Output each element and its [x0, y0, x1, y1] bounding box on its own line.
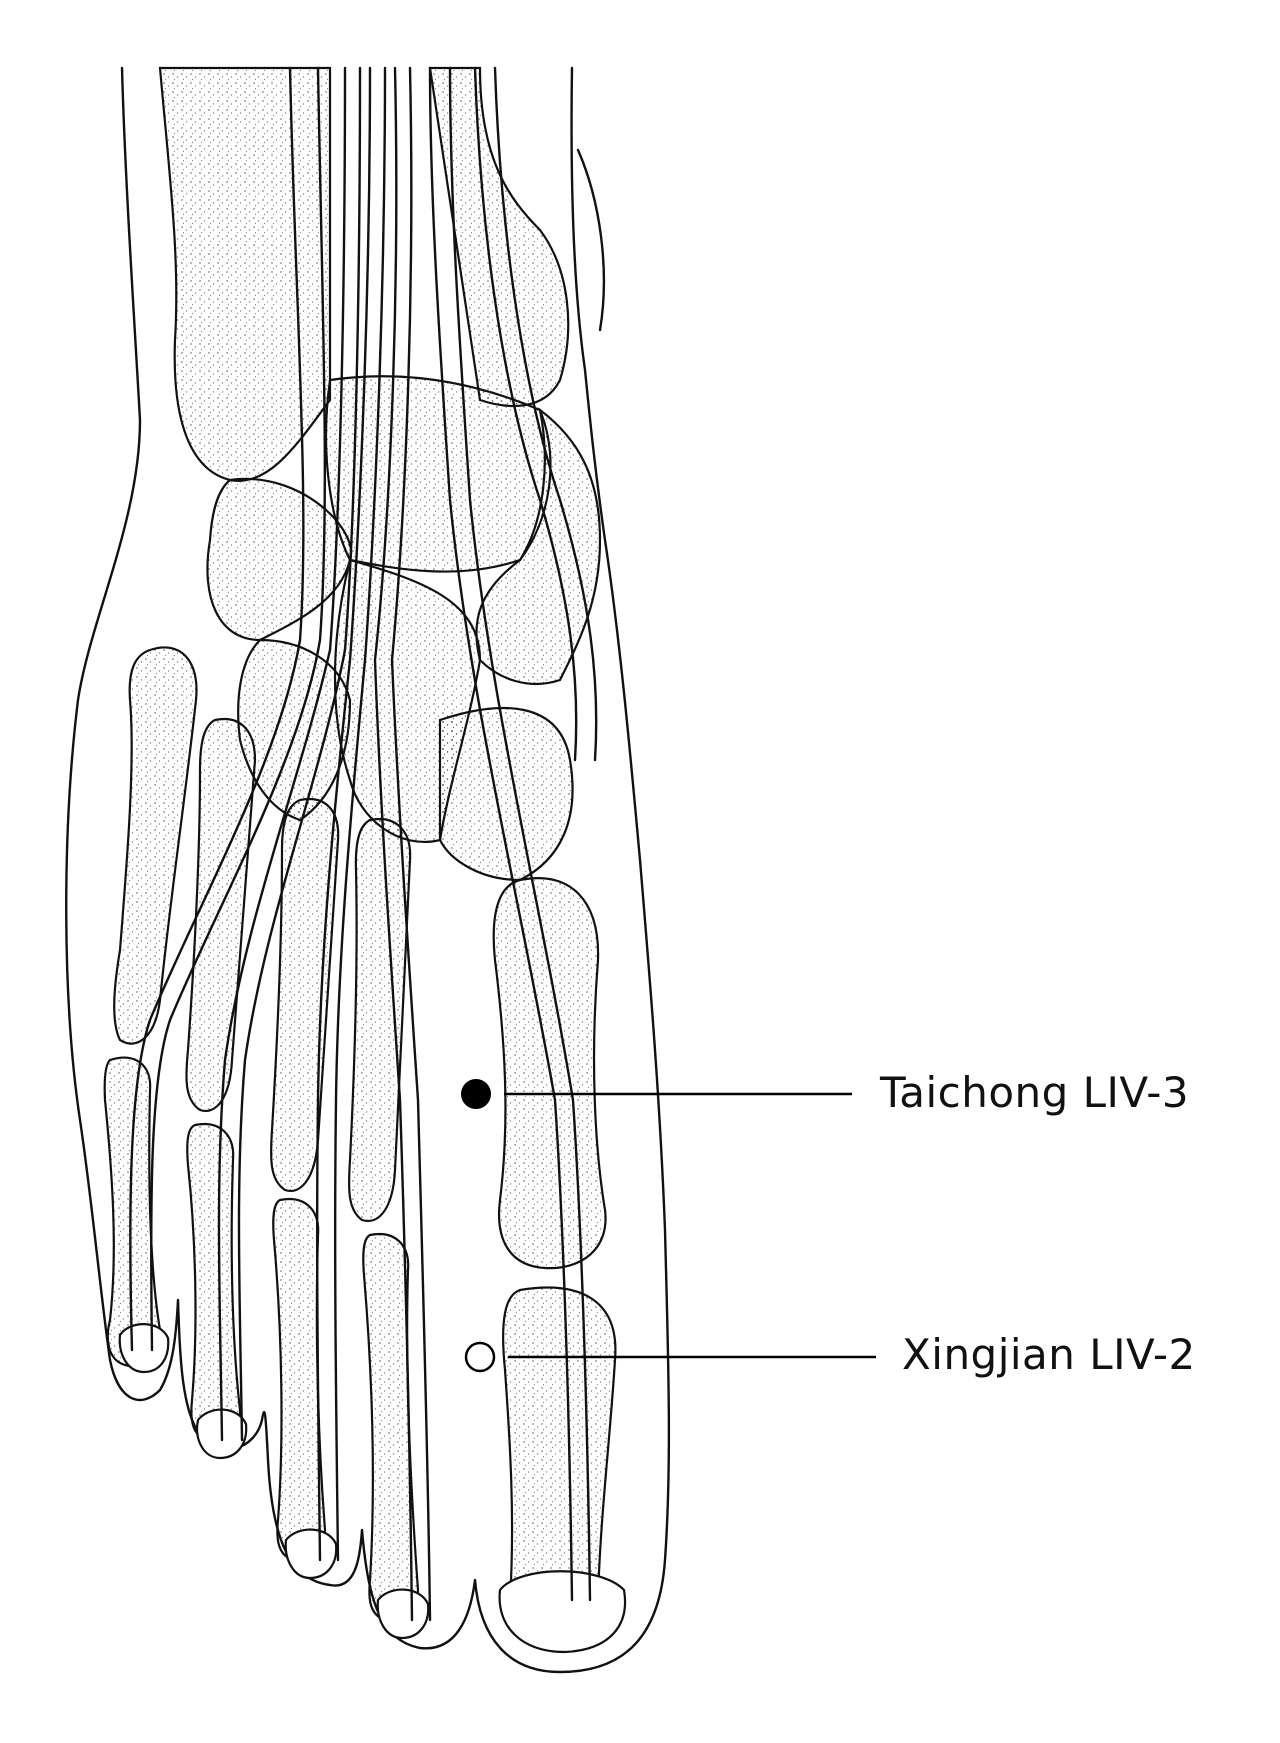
tendon-ta: [473, 66, 578, 762]
toenail-5: [118, 1323, 170, 1374]
tendon-2b: [237, 66, 362, 1442]
toenail-1: [498, 1570, 627, 1654]
xingjian-marker: [464, 1341, 496, 1373]
tendon-3: [315, 66, 372, 1562]
tendon-ehl-b: [448, 66, 592, 1602]
navicular-bone: [206, 477, 353, 642]
taichong-marker: [461, 1079, 491, 1109]
metatarsal-2-bone: [347, 817, 412, 1223]
tendon-1b: [149, 66, 327, 1352]
phalanx-4-bone: [186, 1122, 242, 1443]
foot-outline: [65, 66, 671, 1674]
cuneiform-medial-bone: [438, 706, 574, 882]
tendon-2: [217, 66, 347, 1442]
tendon-3b: [333, 66, 387, 1562]
xingjian-label: Xingjian LIV-2: [902, 1330, 1196, 1379]
tendon-1: [129, 66, 305, 1352]
tibia-bone: [158, 66, 332, 482]
taichong-label: Taichong LIV-3: [880, 1068, 1190, 1117]
metatarsal-5-bone: [113, 646, 198, 1045]
tendon-ehl: [428, 66, 574, 1602]
ankle-line: [576, 148, 606, 332]
tendon-4: [373, 66, 414, 1622]
tendon-ta-b: [493, 66, 598, 762]
metatarsal-3-bone: [270, 797, 340, 1193]
toenail-3: [284, 1528, 338, 1580]
tendon-4b: [390, 66, 432, 1622]
cuboid-bone: [475, 407, 602, 685]
toenail-2: [376, 1588, 430, 1640]
